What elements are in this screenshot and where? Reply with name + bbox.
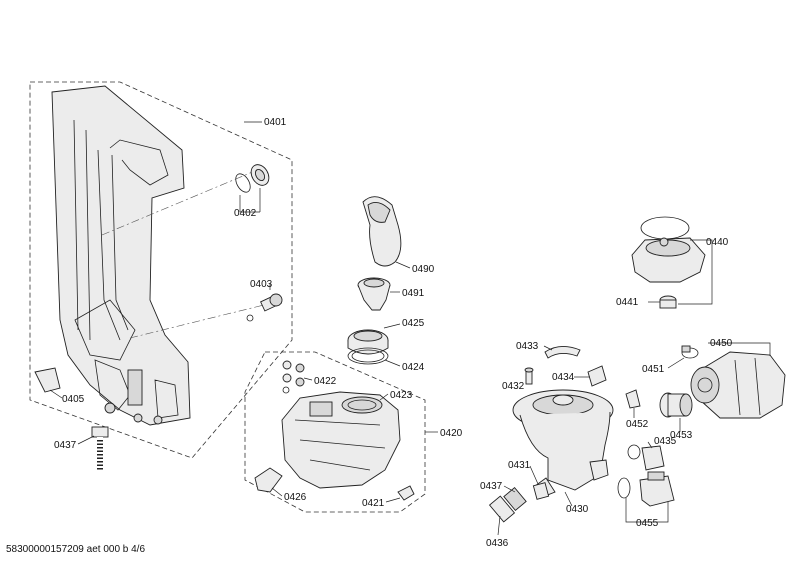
label-0432: 0432 xyxy=(502,381,525,392)
valve-fitting-0403 xyxy=(246,293,283,322)
label-0455: 0455 xyxy=(636,518,659,529)
label-0452: 0452 xyxy=(626,419,649,430)
label-0437-left: 0437 xyxy=(54,440,77,451)
side-panel-0401 xyxy=(51,85,191,426)
label-0424: 0424 xyxy=(402,362,425,373)
label-0440: 0440 xyxy=(706,237,729,248)
clip-0405 xyxy=(34,367,61,393)
water-softener-0423 xyxy=(281,391,401,489)
label-0402: 0402 xyxy=(234,208,257,219)
label-0403: 0403 xyxy=(250,279,273,290)
label-0421: 0421 xyxy=(362,498,385,509)
label-0435: 0435 xyxy=(654,436,677,447)
bracket-0433 xyxy=(544,346,581,359)
label-0434: 0434 xyxy=(552,372,575,383)
connector-0426 xyxy=(254,467,283,493)
label-0491: 0491 xyxy=(402,288,425,299)
sensor-0435 xyxy=(627,444,665,471)
clamp-0451 xyxy=(681,345,699,359)
hose-adapter-0453 xyxy=(659,392,693,418)
salt-funnel-0490 xyxy=(362,196,402,267)
label-0431: 0431 xyxy=(508,460,531,471)
cap-0491 xyxy=(357,277,391,311)
small-seals-0422 xyxy=(282,360,305,394)
label-0423: 0423 xyxy=(390,390,413,401)
ring-0440 xyxy=(640,216,690,240)
label-0433: 0433 xyxy=(516,341,539,352)
axis-line-0402 xyxy=(101,167,263,236)
label-0425: 0425 xyxy=(402,318,425,329)
cap-0441 xyxy=(659,295,677,309)
pump-sump-0430 xyxy=(512,389,614,499)
axis-line-0403 xyxy=(129,301,277,339)
label-0451: 0451 xyxy=(642,364,665,375)
label-0436: 0436 xyxy=(486,538,509,549)
document-reference: 58300000157209 aet 000 b 4/6 xyxy=(6,544,146,555)
label-0430: 0430 xyxy=(566,504,589,515)
lid-0425 xyxy=(347,329,389,355)
label-0453: 0453 xyxy=(670,430,693,441)
label-0437-right: 0437 xyxy=(480,481,503,492)
label-0450: 0450 xyxy=(710,338,733,349)
pump-cover-0440 xyxy=(631,237,706,283)
group-outline-0401 xyxy=(29,81,293,459)
coupling-0431 xyxy=(532,482,550,500)
label-0422: 0422 xyxy=(314,376,337,387)
clip-0434 xyxy=(587,365,607,387)
label-0420: 0420 xyxy=(440,428,463,439)
heat-pump-0450 xyxy=(690,351,786,419)
ring-0424 xyxy=(347,347,389,365)
clip-0452 xyxy=(625,389,641,409)
label-0405: 0405 xyxy=(62,394,85,405)
label-0426: 0426 xyxy=(284,492,307,503)
drain-hose-0436 xyxy=(91,426,527,534)
bracket-0421 xyxy=(397,485,415,501)
label-0401: 0401 xyxy=(264,117,287,128)
seal-rings-0402 xyxy=(235,164,270,193)
screw-0432 xyxy=(524,367,534,385)
group-outline-0420 xyxy=(244,351,426,513)
label-0441: 0441 xyxy=(616,297,639,308)
pump-motor-0455 xyxy=(617,471,675,507)
label-0490: 0490 xyxy=(412,264,435,275)
